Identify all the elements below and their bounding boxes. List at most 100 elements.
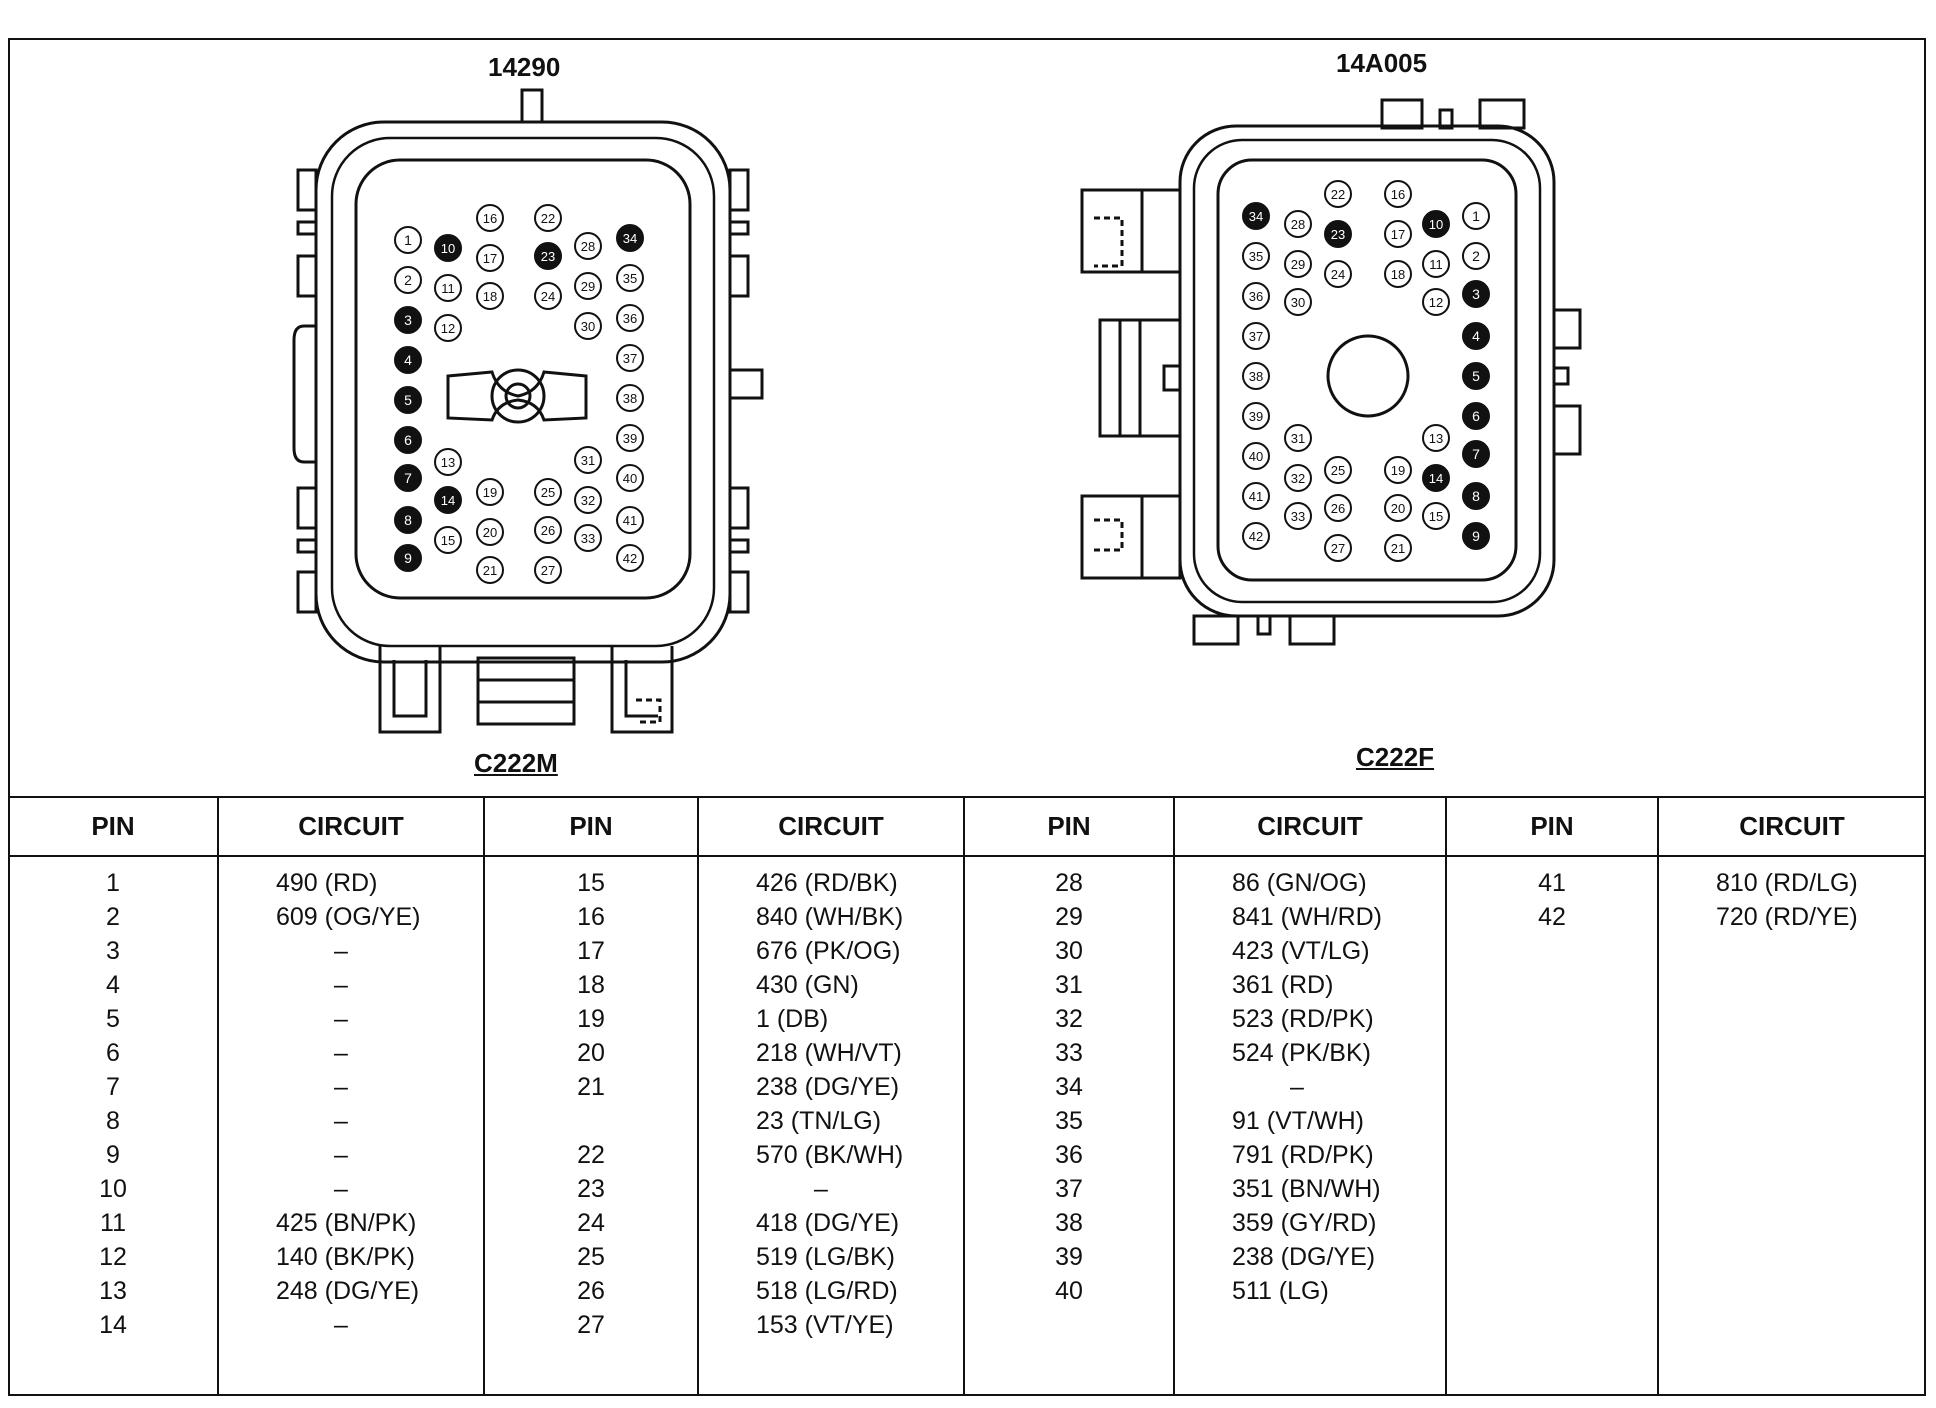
pin-circle-8 [1462, 482, 1490, 510]
pin-label: 5 [1472, 368, 1480, 384]
pin-label: 41 [1249, 489, 1263, 504]
pin-circle-7 [1462, 440, 1490, 468]
pin-circle-37 [1242, 322, 1270, 350]
pin-label: 14 [1429, 471, 1443, 486]
circuit-value: 418 (DG/YE) [756, 1209, 900, 1237]
pin-number: 22 [577, 1141, 605, 1169]
pin-number: 18 [577, 971, 605, 999]
connector-c222m-body [292, 88, 764, 734]
diagram-frame [8, 38, 1926, 1396]
circuit-value: – [334, 1073, 348, 1101]
pin-label: 21 [483, 563, 497, 578]
pin-number: 41 [1538, 869, 1566, 897]
pin-label: 10 [1429, 217, 1443, 232]
connector-part-number-14290: 14290 [488, 52, 561, 82]
pin-label: 25 [1331, 463, 1345, 478]
pin-number: 19 [577, 1005, 605, 1033]
pin-number: 34 [1055, 1073, 1083, 1101]
pin-label: 7 [1472, 446, 1480, 462]
pin-number: 24 [577, 1209, 605, 1237]
pin-circle-6 [1462, 402, 1490, 430]
pin-label: 21 [1391, 541, 1405, 556]
pin-label: 13 [1429, 431, 1443, 446]
pin-circle-33 [574, 524, 602, 552]
pin-number: 29 [1055, 903, 1083, 931]
pin-circle-32 [1284, 464, 1312, 492]
circuit-value: 720 (RD/YE) [1716, 903, 1858, 931]
pin-circle-22 [1324, 180, 1352, 208]
connector-c222m-pins: 1234567891011121314151617181920212223242… [394, 204, 644, 584]
pin-number: 26 [577, 1277, 605, 1305]
pin-circle-20 [476, 518, 504, 546]
pin-circle-2 [1462, 242, 1490, 270]
pin-label: 38 [623, 391, 637, 406]
pin-label: 20 [1391, 501, 1405, 516]
pin-label: 18 [1391, 267, 1405, 282]
pin-circle-37 [616, 344, 644, 372]
circuit-value: – [334, 1039, 348, 1067]
pin-circle-41 [616, 506, 644, 534]
circuit-value: 425 (BN/PK) [276, 1209, 417, 1237]
pin-circle-1 [394, 226, 422, 254]
circuit-value: 23 (TN/LG) [756, 1107, 882, 1135]
pin-label: 9 [404, 550, 412, 566]
pin-label: 33 [581, 531, 595, 546]
circuit-value: – [334, 971, 348, 999]
pin-circle-3 [1462, 280, 1490, 308]
pin-label: 27 [541, 563, 555, 578]
pin-circle-18 [476, 282, 504, 310]
pin-circle-39 [1242, 402, 1270, 430]
pin-circle-30 [1284, 288, 1312, 316]
circuit-value: 840 (WH/BK) [756, 903, 904, 931]
circuit-value: 518 (LG/RD) [756, 1277, 898, 1305]
pin-label: 13 [441, 455, 455, 470]
pin-number: 40 [1055, 1277, 1083, 1305]
pin-label: 27 [1331, 541, 1345, 556]
connector-name-c222f: C222F [1356, 742, 1435, 772]
pin-number: 15 [577, 869, 605, 897]
pin-label: 39 [1249, 409, 1263, 424]
pin-circle-3 [394, 306, 422, 334]
pin-circle-28 [1284, 210, 1312, 238]
pin-circle-17 [476, 244, 504, 272]
pin-label: 17 [1391, 227, 1405, 242]
pin-header: PIN [569, 810, 613, 841]
pin-circle-20 [1384, 494, 1412, 522]
pin-number: 36 [1055, 1141, 1083, 1169]
pin-label: 19 [483, 485, 497, 500]
pin-label: 29 [1291, 257, 1305, 272]
pin-circle-23 [1324, 220, 1352, 248]
pin-label: 11 [1429, 257, 1443, 272]
circuit-value: 361 (RD) [1232, 971, 1334, 999]
connector-diagram: 1234567891011121314151617181920212223242… [292, 88, 1582, 734]
circuit-value: 218 (WH/VT) [756, 1039, 902, 1067]
circuit-value: 423 (VT/LG) [1232, 937, 1370, 965]
pin-label: 6 [1472, 408, 1480, 424]
pin-label: 32 [581, 493, 595, 508]
pin-label: 15 [441, 533, 455, 548]
circuit-value: – [334, 1311, 348, 1339]
pin-number: 2 [106, 903, 120, 931]
pin-circle-6 [394, 426, 422, 454]
pin-header: PIN [1047, 810, 1091, 841]
pin-circle-38 [1242, 362, 1270, 390]
pin-label: 9 [1472, 528, 1480, 544]
pin-label: 1 [404, 232, 412, 248]
pin-circle-2 [394, 266, 422, 294]
pin-circle-29 [574, 272, 602, 300]
pin-number: 32 [1055, 1005, 1083, 1033]
pin-header: PIN [1530, 810, 1574, 841]
pin-label: 20 [483, 525, 497, 540]
pin-circle-36 [1242, 282, 1270, 310]
pin-circle-23 [534, 242, 562, 270]
circuit-value: – [1290, 1073, 1304, 1101]
pin-label: 37 [623, 351, 637, 366]
pin-label: 36 [1249, 289, 1263, 304]
pin-label: 16 [483, 211, 497, 226]
pin-circle-35 [1242, 242, 1270, 270]
pin-circle-5 [1462, 362, 1490, 390]
